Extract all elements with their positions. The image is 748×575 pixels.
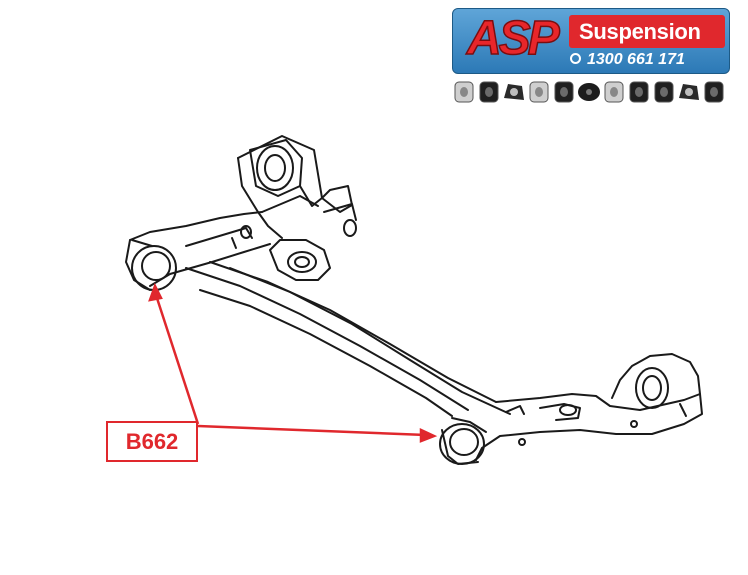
left-mount-bracket: [237, 135, 357, 239]
bush-icon: [454, 81, 474, 103]
arrow-head-left: [148, 282, 163, 302]
bush-icon: [554, 81, 574, 103]
logo-red-banner: [569, 15, 725, 48]
logo-phone-number: 1300 661 171: [587, 51, 685, 68]
arrow-head-right: [419, 428, 438, 443]
phone-icon: [570, 53, 581, 64]
logo-asp-letters: ASP: [466, 12, 560, 66]
bush-icon: [479, 81, 499, 103]
bush-icon: [529, 81, 549, 103]
arrow-to-left-bush: [153, 291, 200, 425]
product-icons-strip: [454, 81, 724, 103]
right-mount-bracket: [475, 353, 703, 461]
part-number-label: B662: [125, 429, 179, 454]
bush-icon: [654, 81, 674, 103]
left-bush: [125, 239, 177, 291]
callout-arrows: [148, 282, 438, 443]
spring-seat: [269, 239, 331, 281]
bracket-icon: [679, 84, 699, 100]
torsion-beam: [185, 261, 511, 417]
part-number-box: B662: [106, 421, 198, 462]
bracket-icon: [504, 84, 524, 100]
arrow-to-right-bush: [197, 424, 427, 437]
bush-icon: [629, 81, 649, 103]
bush-icon: [704, 81, 724, 103]
bush-icon: [604, 81, 624, 103]
mount-icon: [578, 83, 600, 101]
right-bush: [439, 417, 487, 465]
logo-brand-word: Suspension: [579, 19, 701, 44]
asp-suspension-logo: ASP Suspension 1300 661 171: [452, 8, 730, 74]
